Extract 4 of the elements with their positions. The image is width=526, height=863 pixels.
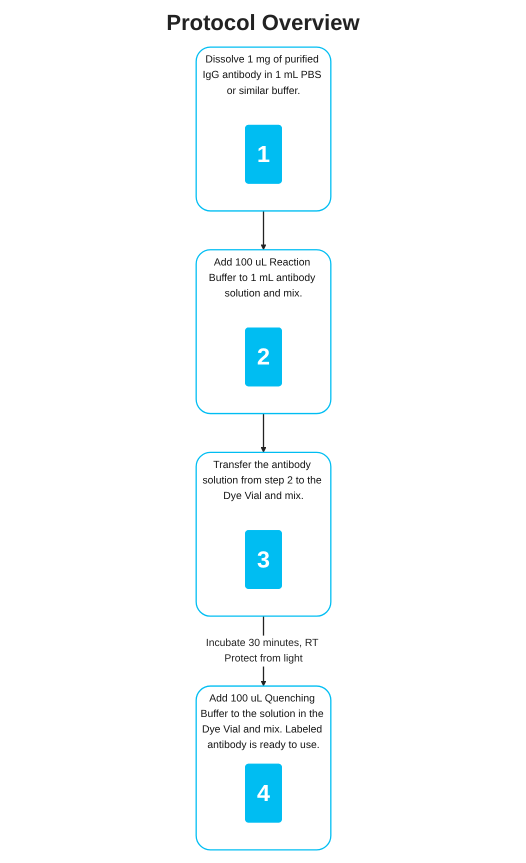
title: Protocol Overview (166, 10, 360, 36)
edge-label: Incubate 30 minutes, RT Protect from light (205, 638, 318, 664)
arrow (260, 210, 266, 250)
arrow (260, 414, 266, 453)
